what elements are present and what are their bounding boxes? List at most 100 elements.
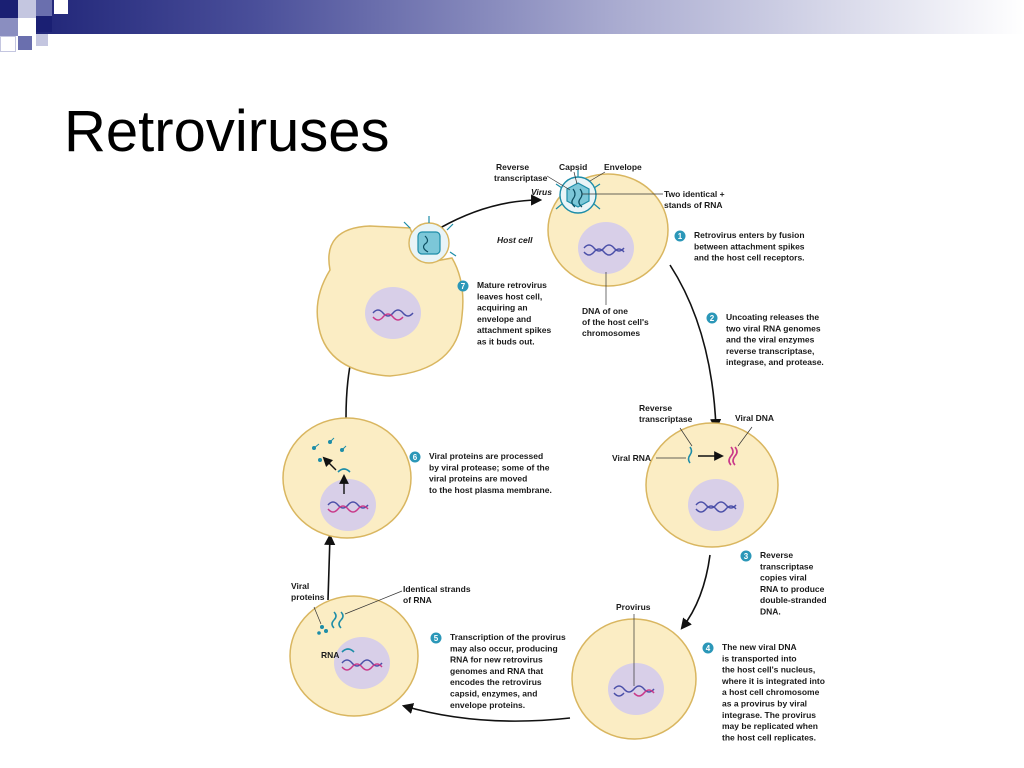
step-badge xyxy=(740,550,752,562)
step-description-line: envelope proteins. xyxy=(450,700,525,710)
label-host-cell: Host cell xyxy=(497,235,533,245)
deco-square xyxy=(36,16,52,32)
step-number: 6 xyxy=(413,453,418,462)
label-viral-rna: Viral RNA xyxy=(612,453,651,463)
step-description-line: the host cell's nucleus, xyxy=(722,665,815,675)
step-description-line: transcriptase xyxy=(760,561,814,571)
host-cell-7 xyxy=(316,216,464,377)
step-description-line: viral proteins are moved xyxy=(429,474,527,484)
step-description-line: Mature retrovirus xyxy=(477,280,547,290)
deco-square xyxy=(18,36,32,50)
step-description-line: capsid, enzymes, and xyxy=(450,689,537,699)
deco-square xyxy=(0,36,16,52)
step-description-line: reverse transcriptase, xyxy=(726,346,814,356)
label-reverse-transcriptase-2: Reverse xyxy=(639,403,672,413)
label-dna: DNA of one xyxy=(582,306,628,316)
step-description-line: RNA for new retrovirus xyxy=(450,655,543,665)
step-badge xyxy=(457,280,469,292)
step-description-line: a host cell chromosome xyxy=(722,687,820,697)
virus-particle xyxy=(555,170,601,214)
step-badge xyxy=(409,451,421,463)
label-viral-proteins: Viral xyxy=(291,581,309,591)
cycle-arrow xyxy=(401,703,571,722)
step-description-line: as it buds out. xyxy=(477,337,535,347)
step-description-line: the host cell replicates. xyxy=(722,732,816,742)
step-description-line: DNA. xyxy=(760,607,781,617)
header-gradient-bar xyxy=(0,0,1024,34)
step-description-line: between attachment spikes xyxy=(694,241,805,251)
label-viral-proteins: proteins xyxy=(291,592,325,602)
label-rna-strands: Two identical + xyxy=(664,189,725,199)
step-badge xyxy=(706,312,718,324)
step-number: 7 xyxy=(461,282,466,291)
step-description-line: Transcription of the provirus xyxy=(450,632,566,642)
cycle-arrow xyxy=(324,533,336,601)
step-description-line: genomes and RNA that xyxy=(450,666,543,676)
step-description-line: is transported into xyxy=(722,653,797,663)
slide-title: Retroviruses xyxy=(64,99,390,164)
host-cell-2 xyxy=(645,422,779,548)
step-number: 4 xyxy=(706,644,711,653)
host-cell-6 xyxy=(282,417,412,539)
host-cell-5 xyxy=(289,595,419,717)
step-number: 2 xyxy=(710,314,715,323)
step-description-line: integrase. The provirus xyxy=(722,710,816,720)
label-identical-strands: Identical strands xyxy=(403,584,471,594)
step-description-line: and the viral enzymes xyxy=(726,335,815,345)
step-number: 5 xyxy=(434,634,439,643)
label-reverse-transcriptase-2: transcriptase xyxy=(639,414,693,424)
deco-square xyxy=(0,18,18,36)
deco-square xyxy=(18,0,36,18)
label-rna-strands: stands of RNA xyxy=(664,200,723,210)
label-identical-strands: of RNA xyxy=(403,595,432,605)
step-description-line: and the host cell receptors. xyxy=(694,253,805,263)
step-description-line: may also occur, producing xyxy=(450,643,558,653)
step-description-line: The new viral DNA xyxy=(722,642,797,652)
step-description-line: by viral protease; some of the xyxy=(429,462,550,472)
label-rna: RNA xyxy=(321,650,339,660)
step-badge xyxy=(430,632,442,644)
step-description-line: envelope and xyxy=(477,314,531,324)
step-description-line: may be replicated when xyxy=(722,721,818,731)
step-number: 3 xyxy=(744,552,749,561)
step-description-line: leaves host cell, xyxy=(477,291,542,301)
step-description-line: encodes the retrovirus xyxy=(450,677,542,687)
step-description-line: integrase, and protease. xyxy=(726,357,824,367)
step-badge xyxy=(702,642,714,654)
step-description-line: where it is integrated into xyxy=(721,676,825,686)
step-description-line: Retrovirus enters by fusion xyxy=(694,230,805,240)
step-description-line: Uncoating releases the xyxy=(726,312,819,322)
step-description-line: copies viral xyxy=(760,573,807,583)
step-description-line: RNA to produce xyxy=(760,584,825,594)
cycle-arrow xyxy=(439,194,543,229)
step-number: 1 xyxy=(678,232,683,241)
step-description-line: Viral proteins are processed xyxy=(429,451,543,461)
label-capsid: Capsid xyxy=(559,162,587,172)
label-provirus: Provirus xyxy=(616,602,651,612)
step-description-line: acquiring an xyxy=(477,303,528,313)
label-dna: chromosomes xyxy=(582,328,640,338)
step-description-line: to the host plasma membrane. xyxy=(429,485,552,495)
label-viral-dna: Viral DNA xyxy=(735,413,774,423)
step-description-line: Reverse xyxy=(760,550,793,560)
cycle-arrow xyxy=(669,264,722,431)
step-description-line: attachment spikes xyxy=(477,325,551,335)
step-description-line: two viral RNA genomes xyxy=(726,323,821,333)
cycle-arrow xyxy=(680,554,711,630)
deco-square xyxy=(36,0,52,16)
label-reverse-transcriptase: transcriptase xyxy=(494,173,548,183)
step-description-line: as a provirus by viral xyxy=(722,699,807,709)
deco-square xyxy=(0,0,18,18)
deco-square xyxy=(54,0,68,14)
deco-square xyxy=(36,34,48,46)
label-virus: Virus xyxy=(531,187,552,197)
label-envelope: Envelope xyxy=(604,162,642,172)
